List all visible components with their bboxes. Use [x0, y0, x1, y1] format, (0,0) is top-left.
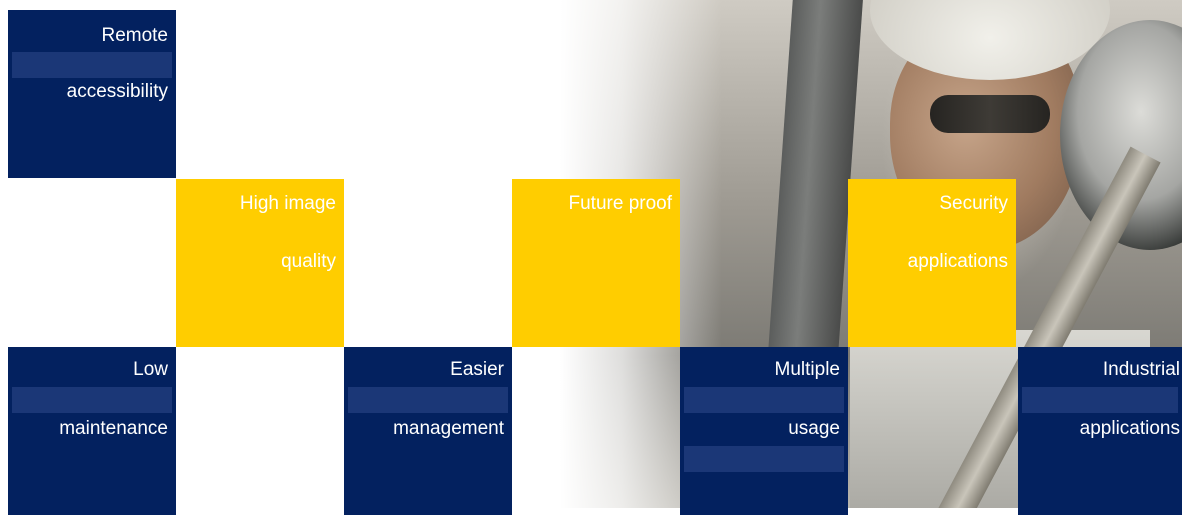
tile-stripe — [684, 446, 844, 472]
tile-future-proof[interactable]: Future proof — [512, 179, 680, 347]
tile-line-1: Future proof — [568, 193, 673, 214]
tile-line-2: usage — [788, 418, 840, 439]
tile-stripe — [12, 387, 172, 413]
tile-line-2: accessibility — [66, 81, 168, 102]
tile-security-applications[interactable]: Security applications — [848, 179, 1016, 347]
tile-line-1: Industrial — [1102, 359, 1180, 380]
tile-industrial-applications[interactable]: Industrial applications — [1018, 347, 1182, 515]
tile-low-maintenance[interactable]: Low maintenance — [8, 347, 176, 515]
tile-stripe — [1022, 387, 1178, 413]
tile-line-1: Security — [939, 193, 1008, 214]
tile-stripe — [348, 387, 508, 413]
tile-line-2: maintenance — [59, 418, 168, 439]
tile-line-1: Remote — [101, 25, 168, 46]
tile-stripe — [12, 52, 172, 78]
tile-line-1: High image — [239, 193, 336, 214]
tile-line-2: quality — [281, 251, 336, 272]
tile-remote-accessibility[interactable]: Remote accessibility — [8, 10, 176, 178]
tile-high-image-quality[interactable]: High image quality — [176, 179, 344, 347]
tile-multiple-usage[interactable]: Multiple usage — [680, 347, 848, 515]
tile-line-2: applications — [1079, 418, 1180, 439]
tile-line-2: management — [393, 418, 504, 439]
tile-easier-management[interactable]: Easier management — [344, 347, 512, 515]
tile-line-1: Low — [133, 359, 168, 380]
tile-line-1: Easier — [450, 359, 504, 380]
tile-line-2: applications — [907, 251, 1008, 272]
tile-stripe — [684, 387, 844, 413]
tile-line-1: Multiple — [774, 359, 840, 380]
photo-sunglasses — [930, 95, 1050, 133]
